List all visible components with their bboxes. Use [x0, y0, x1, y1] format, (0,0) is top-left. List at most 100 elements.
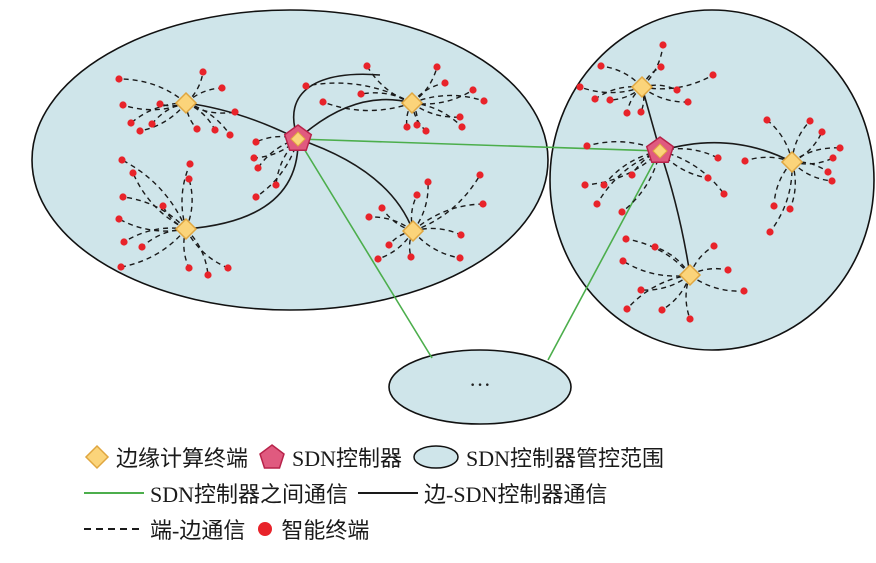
legend-label-smart-terminal: 智能终端	[281, 518, 370, 543]
terminal-edge-link	[659, 148, 719, 159]
smart-terminal	[120, 238, 128, 246]
red-dot-icon	[258, 522, 273, 536]
smart-terminal	[458, 123, 466, 131]
edge-controller-link	[297, 98, 413, 140]
legend-row-2: SDN控制器之间通信 边-SDN控制器通信	[84, 478, 607, 508]
terminal-edge-link	[586, 141, 661, 152]
smart-terminal	[118, 156, 126, 164]
smart-terminal	[766, 228, 774, 236]
legend-label-control-range: SDN控制器管控范围	[466, 446, 665, 471]
smart-terminal	[456, 254, 464, 262]
solid-line-icon	[358, 492, 419, 494]
edge-controller-link	[292, 73, 381, 140]
terminal-edge-link	[625, 238, 691, 276]
terminal-edge-link	[412, 203, 484, 232]
smart-terminal	[254, 164, 262, 172]
smart-terminal	[211, 126, 219, 134]
smart-terminal	[413, 121, 421, 129]
terminal-edge-link	[322, 101, 413, 112]
smart-terminal	[657, 63, 665, 71]
smart-terminal	[479, 200, 487, 208]
terminal-edge-link	[118, 78, 187, 104]
smart-terminal	[119, 193, 127, 201]
legend-item-control-range: SDN控制器管控范围	[412, 441, 664, 473]
network-diagram: ···	[31, 9, 875, 425]
controller-inner-diamond	[290, 131, 306, 147]
smart-terminal	[623, 109, 631, 117]
smart-terminal	[659, 41, 667, 49]
edge-computing-terminal	[174, 91, 198, 115]
terminal-edge-link	[123, 227, 187, 243]
smart-terminal	[159, 202, 167, 210]
controller-inner-diamond	[652, 143, 668, 159]
smart-terminal	[250, 154, 258, 162]
smart-terminal	[740, 287, 748, 295]
smart-terminal	[129, 169, 137, 177]
smart-terminal	[413, 191, 421, 199]
smart-terminal	[597, 62, 605, 70]
smart-terminal	[651, 243, 659, 251]
ellipsis-label: ···	[469, 372, 491, 397]
smart-terminal	[600, 181, 608, 189]
smart-terminal	[591, 95, 599, 103]
smart-terminal	[622, 235, 630, 243]
terminal-edge-link	[122, 102, 187, 111]
smart-terminal	[185, 175, 193, 183]
smart-terminal	[829, 154, 837, 162]
smart-terminal	[770, 202, 778, 210]
dashed-line-icon	[84, 528, 144, 530]
smart-terminal	[637, 108, 645, 116]
terminal-edge-link	[584, 150, 661, 186]
legend-item-edge-controller: 边-SDN控制器通信	[358, 477, 607, 509]
terminal-edge-link	[621, 150, 661, 213]
legend-label-edge-device: 边缘计算终端	[116, 446, 249, 471]
edge-computing-terminal	[174, 217, 198, 241]
inter-controller-link	[297, 138, 661, 152]
smart-terminal	[686, 315, 694, 323]
terminal-edge-link	[120, 228, 187, 268]
smart-terminal	[576, 83, 584, 91]
terminal-edge-link	[411, 94, 485, 104]
smart-terminal	[441, 79, 449, 87]
legend-item-smart-terminal: 智能终端	[255, 513, 369, 545]
smart-terminal	[824, 168, 832, 176]
terminal-edge-link	[366, 65, 413, 104]
smart-terminal	[763, 116, 771, 124]
smart-terminal	[252, 138, 260, 146]
smart-terminal	[218, 84, 226, 92]
smart-terminal	[272, 181, 280, 189]
inter-controller-link	[297, 138, 433, 359]
smart-terminal	[480, 97, 488, 105]
terminal-edge-link	[121, 159, 187, 230]
edge-computing-terminal	[401, 219, 425, 243]
smart-terminal	[156, 100, 164, 108]
legend-item-terminal-edge: 端-边通信	[84, 513, 245, 545]
smart-terminal	[476, 171, 484, 179]
terminal-edge-link	[411, 89, 474, 105]
smart-terminal	[786, 205, 794, 213]
smart-terminal	[138, 243, 146, 251]
smart-terminal	[357, 90, 365, 98]
smart-terminal	[252, 193, 260, 201]
smart-terminal	[115, 75, 123, 83]
smart-terminal	[623, 305, 631, 313]
smart-terminal	[593, 200, 601, 208]
smart-terminal	[117, 263, 125, 271]
terminal-edge-link	[122, 196, 187, 230]
legend-row-1: 边缘计算终端 SDN控制器 SDN控制器管控范围	[84, 442, 664, 472]
edge-computing-terminal	[678, 263, 702, 287]
terminal-edge-link	[130, 102, 187, 124]
smart-terminal	[741, 157, 749, 165]
edge-controller-link	[659, 141, 793, 163]
smart-terminal	[673, 86, 681, 94]
smart-terminal	[422, 127, 430, 135]
smart-terminal	[136, 127, 144, 135]
smart-terminal	[709, 71, 717, 79]
smart-terminal	[374, 255, 382, 263]
smart-terminal	[806, 117, 814, 125]
smart-terminal	[204, 271, 212, 279]
smart-terminal	[115, 215, 123, 223]
smart-terminal	[378, 204, 386, 212]
smart-terminal	[407, 253, 415, 261]
terminal-edge-link	[596, 150, 661, 205]
